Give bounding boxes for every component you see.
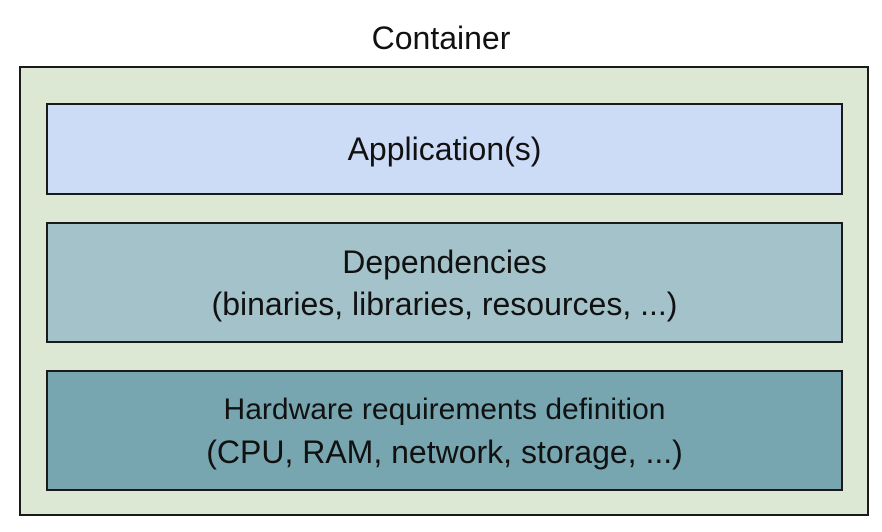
hardware-layer-label: Hardware requirements definition	[223, 392, 666, 426]
application-layer: Application(s)	[46, 103, 843, 195]
hardware-layer: Hardware requirements definition (CPU, R…	[46, 370, 843, 491]
hardware-layer-detail: (CPU, RAM, network, storage, ...)	[206, 433, 683, 470]
diagram-title: Container	[371, 20, 511, 56]
dependencies-layer-label: Dependencies	[342, 243, 547, 280]
dependencies-layer: Dependencies (binaries, libraries, resou…	[46, 222, 843, 343]
application-layer-label: Application(s)	[347, 131, 542, 167]
dependencies-layer-detail: (binaries, libraries, resources, ...)	[211, 285, 678, 322]
